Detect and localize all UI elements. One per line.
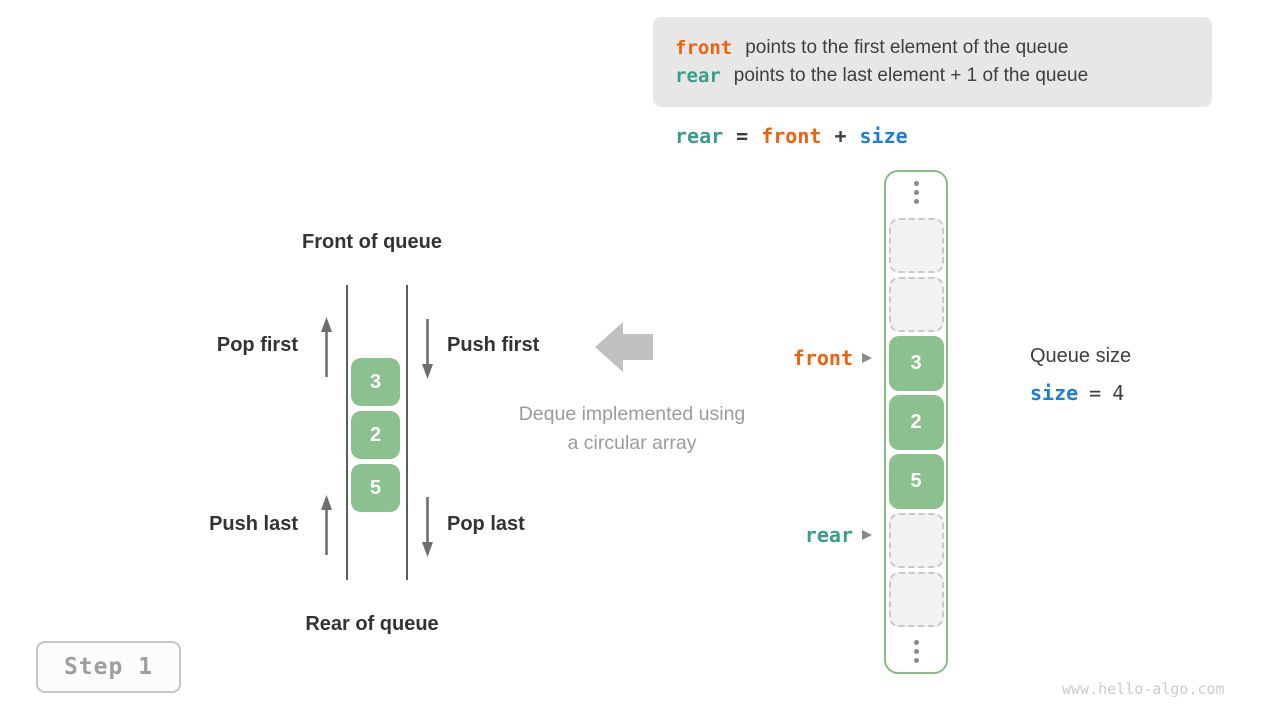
array-cell-filled: 3 bbox=[888, 335, 944, 391]
queue-size-value-line: size = 4 bbox=[1030, 381, 1124, 405]
pop-last-label: Pop last bbox=[447, 513, 525, 535]
pop-first-label: Pop first bbox=[216, 334, 298, 356]
queue-element: 2 bbox=[351, 411, 400, 459]
front-of-queue-label: Front of queue bbox=[302, 231, 442, 253]
rear-pointer-label: rear bbox=[804, 523, 853, 547]
size-value: 4 bbox=[1112, 381, 1125, 405]
size-equals: = bbox=[1089, 381, 1102, 405]
queue-stack: 3 2 5 bbox=[351, 358, 400, 512]
array-cell-empty bbox=[888, 217, 944, 273]
ellipsis-bottom-icon bbox=[913, 640, 919, 663]
push-last-up-arrow-icon bbox=[321, 495, 332, 555]
front-pointer-label: front bbox=[792, 346, 853, 370]
formula-equals: = bbox=[736, 124, 749, 148]
rear-pointer-arrow-icon bbox=[862, 530, 872, 540]
channel-line-left bbox=[346, 285, 348, 580]
formula-front: front bbox=[761, 124, 822, 148]
array-cell-empty bbox=[888, 571, 944, 627]
size-keyword: size bbox=[1030, 381, 1079, 405]
push-last-label: Push last bbox=[209, 513, 298, 535]
push-first-label: Push first bbox=[447, 334, 540, 356]
array-cell-filled: 5 bbox=[888, 453, 944, 509]
push-first-down-arrow-icon bbox=[422, 319, 433, 379]
array-cell-empty bbox=[888, 512, 944, 568]
legend-line-rear: rear points to the last element + 1 of t… bbox=[675, 65, 1190, 87]
front-description: points to the first element of the queue bbox=[745, 37, 1069, 58]
legend-line-front: front points to the first element of the… bbox=[675, 37, 1190, 59]
formula-plus: + bbox=[834, 124, 847, 148]
pop-last-down-arrow-icon bbox=[422, 497, 433, 557]
array-cell-filled: 2 bbox=[888, 394, 944, 450]
queue-size-title: Queue size bbox=[1030, 345, 1132, 367]
front-pointer: front bbox=[690, 344, 872, 372]
left-block-arrow-icon bbox=[595, 322, 653, 372]
ellipsis-top-icon bbox=[913, 181, 919, 204]
rear-pointer: rear bbox=[690, 521, 872, 549]
channel-line-right bbox=[406, 285, 408, 580]
caption-line-2: a circular array bbox=[567, 432, 697, 454]
rear-of-queue-label: Rear of queue bbox=[305, 613, 439, 635]
rear-keyword: rear bbox=[675, 65, 721, 87]
step-badge: Step 1 bbox=[36, 641, 181, 693]
front-pointer-arrow-icon bbox=[862, 353, 872, 363]
queue-element: 3 bbox=[351, 358, 400, 406]
pop-first-up-arrow-icon bbox=[321, 317, 332, 377]
rear-description: points to the last element + 1 of the qu… bbox=[733, 65, 1089, 86]
formula: rear = front + size bbox=[675, 122, 908, 150]
formula-size: size bbox=[859, 124, 908, 148]
caption-line-1: Deque implemented using bbox=[518, 403, 746, 425]
formula-rear: rear bbox=[675, 124, 724, 148]
front-keyword: front bbox=[675, 37, 733, 59]
watermark: www.hello-algo.com bbox=[1062, 680, 1225, 698]
queue-element: 5 bbox=[351, 464, 400, 512]
center-caption: Deque implemented using a circular array bbox=[482, 400, 782, 458]
array-cell-empty bbox=[888, 276, 944, 332]
legend-box: front points to the first element of the… bbox=[653, 17, 1212, 107]
